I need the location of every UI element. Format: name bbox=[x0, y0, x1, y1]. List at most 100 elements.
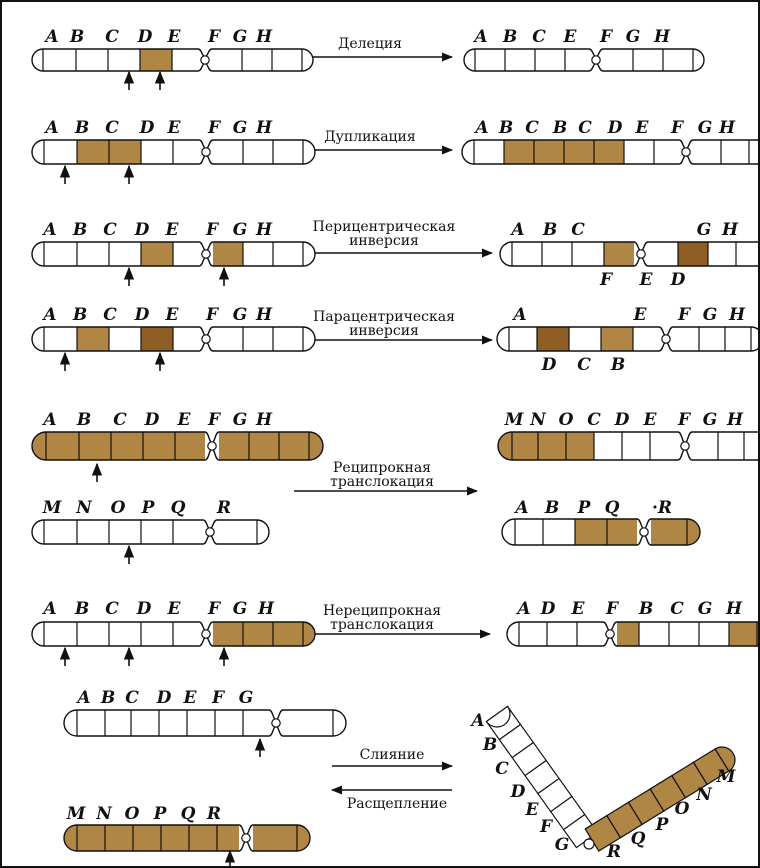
chromosome-band bbox=[43, 49, 76, 71]
gene-label: M bbox=[42, 498, 63, 518]
gene-label: B bbox=[638, 599, 653, 619]
gene-label: N bbox=[75, 498, 93, 518]
chromosome-pericentric-source bbox=[32, 242, 315, 266]
chromosome-band bbox=[564, 140, 594, 164]
gene-label: E bbox=[183, 688, 198, 708]
chromosome-band bbox=[44, 327, 77, 351]
chromosome-deletion-source bbox=[32, 49, 313, 71]
gene-label: O bbox=[675, 799, 690, 819]
chromosome-band bbox=[663, 49, 693, 71]
gene-label: D bbox=[670, 270, 686, 290]
chromosome-band bbox=[572, 242, 604, 266]
labels-deletion-source: ABCDEFGH bbox=[43, 27, 273, 47]
chromosome-band bbox=[242, 49, 272, 71]
chromosome-band bbox=[505, 49, 535, 71]
gene-label: E bbox=[165, 220, 180, 240]
chromosome-reciprocal-result-2 bbox=[502, 519, 700, 545]
gene-label: D bbox=[614, 410, 630, 430]
gene-label: F bbox=[670, 118, 685, 138]
gene-label: A bbox=[509, 220, 524, 240]
labels-fusion-source-2: MNOPQR bbox=[66, 804, 221, 824]
gene-label: H bbox=[728, 305, 746, 325]
chromosome-end bbox=[32, 520, 44, 544]
gene-label: M bbox=[504, 410, 525, 430]
chromosome-end bbox=[309, 432, 323, 460]
gene-label: H bbox=[257, 599, 275, 619]
chromosome-band bbox=[243, 140, 273, 164]
gene-label: D bbox=[144, 410, 160, 430]
chromosome-band bbox=[77, 520, 109, 544]
chromosome-end bbox=[32, 622, 44, 646]
caption-deletion: Делеция bbox=[338, 36, 402, 52]
gene-label: E bbox=[177, 410, 192, 430]
gene-label: H bbox=[721, 220, 739, 240]
gene-label: B bbox=[72, 220, 87, 240]
labels-reciprocal-result-2: ABPQ·R bbox=[513, 498, 672, 518]
chromosome-band bbox=[243, 710, 269, 736]
chromosome-band bbox=[622, 432, 650, 460]
chromosome-band bbox=[283, 710, 333, 736]
chromosome-band bbox=[633, 49, 663, 71]
chromosome-duplication-result bbox=[462, 140, 758, 164]
chromosome-band bbox=[213, 622, 243, 646]
gene-label: H bbox=[255, 27, 273, 47]
chromosome-reciprocal-source-1 bbox=[32, 432, 323, 460]
gene-label: E bbox=[639, 270, 654, 290]
chromosome-band bbox=[729, 622, 757, 646]
chromosome-band bbox=[708, 242, 736, 266]
gene-label: A bbox=[513, 498, 528, 518]
gene-label: H bbox=[718, 118, 736, 138]
chromosome-band bbox=[519, 622, 547, 646]
chromosome-band bbox=[212, 49, 242, 71]
gene-label: E bbox=[633, 305, 648, 325]
gene-label: C bbox=[571, 220, 585, 240]
labels-reciprocal-result-1: MNOCDEFGH bbox=[504, 410, 744, 430]
chromosome-band bbox=[617, 622, 639, 646]
gene-label: B bbox=[542, 220, 557, 240]
gene-label: D bbox=[541, 355, 557, 375]
chromosome-end bbox=[464, 49, 475, 71]
gene-label: G bbox=[703, 410, 718, 430]
centromere bbox=[208, 442, 216, 450]
chromosome-band bbox=[512, 242, 542, 266]
gene-label: C bbox=[105, 27, 119, 47]
gene-label: C bbox=[525, 118, 539, 138]
caption-paracentric-line2: инверсия bbox=[349, 323, 419, 339]
chromosome-fusion-source-1 bbox=[64, 710, 346, 736]
labels-nonreciprocal-result: ADEFBCGH bbox=[515, 599, 743, 619]
chromosome-band bbox=[213, 242, 243, 266]
chromosome-band bbox=[279, 432, 309, 460]
caption-fission: Расщепление bbox=[347, 796, 447, 812]
gene-label: F bbox=[539, 817, 554, 837]
gene-label: P bbox=[141, 498, 156, 518]
chromosome-band bbox=[44, 140, 77, 164]
chromosome-band bbox=[217, 520, 257, 544]
centromere bbox=[201, 56, 209, 64]
gene-label: B bbox=[69, 27, 84, 47]
chromosome-band bbox=[603, 49, 633, 71]
gene-label: B bbox=[552, 118, 567, 138]
labels-fusion-source-1: ABCDEFG bbox=[75, 688, 253, 708]
chromosome-band bbox=[604, 242, 634, 266]
gene-label: F bbox=[207, 118, 222, 138]
gene-label: G bbox=[703, 305, 718, 325]
gene-label: H bbox=[255, 305, 273, 325]
chromosome-end bbox=[32, 242, 44, 266]
chromosome-band bbox=[173, 140, 199, 164]
gene-label: F bbox=[677, 305, 692, 325]
caption-duplication: Дупликация bbox=[324, 129, 416, 145]
chromosome-band bbox=[253, 825, 297, 851]
gene-label: B bbox=[610, 355, 625, 375]
gene-label: R bbox=[206, 804, 221, 824]
chromosome-band bbox=[77, 242, 109, 266]
centromere bbox=[202, 148, 210, 156]
chromosome-band bbox=[109, 140, 141, 164]
gene-label: A bbox=[511, 305, 526, 325]
gene-label: Q bbox=[631, 829, 646, 849]
chromosome-reciprocal-result-1 bbox=[498, 432, 758, 460]
chromosome-band bbox=[175, 432, 205, 460]
chromosome-end bbox=[462, 140, 474, 164]
gene-label: G bbox=[698, 599, 713, 619]
